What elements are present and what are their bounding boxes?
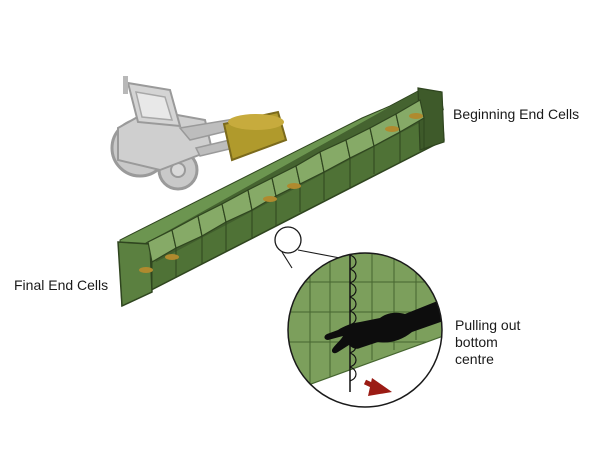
coil-segment: [349, 366, 357, 382]
detail-leader-line-right: [297, 249, 341, 259]
pull-arrow-head: [368, 378, 392, 396]
pulling-out-line-3: centre: [455, 351, 494, 367]
coil-segment: [349, 268, 357, 284]
front-seams: [151, 118, 425, 290]
inset-ground-edge: [299, 329, 442, 389]
pull-arrow-icon: [363, 378, 392, 396]
cell-dividers: [147, 99, 425, 263]
sand-dot: [409, 113, 423, 119]
sand-dot: [139, 267, 153, 273]
cellular-barrier: [117, 87, 445, 308]
loader-exhaust: [123, 76, 128, 94]
coil-segment: [349, 254, 357, 270]
final-end-cells-label: Final End Cells: [14, 277, 109, 293]
sand-fill: [139, 113, 423, 273]
pulling-out-line-2: bottom: [455, 334, 498, 350]
barrier-final-end-face: [117, 241, 153, 308]
coil-segment: [349, 296, 357, 312]
sand-dot: [263, 196, 277, 202]
coil-segment: [349, 282, 357, 298]
hand-icon: [324, 300, 442, 354]
beginning-end-cells-label: Beginning End Cells: [453, 106, 580, 122]
coil-segment: [349, 352, 357, 368]
sand-dot: [165, 254, 179, 260]
loader-cab-window: [135, 91, 174, 121]
pulling-out-label: Pulling out bottom centre: [455, 317, 565, 368]
sand-dot: [385, 126, 399, 132]
inset-border: [287, 252, 443, 408]
bucket-sand: [228, 114, 284, 130]
sand-dot: [287, 183, 301, 189]
backhoe-loader-icon: [110, 76, 288, 191]
detail-leader-line-left: [281, 251, 293, 269]
pulling-out-line-1: Pulling out: [455, 317, 521, 333]
detail-pointer-circle: [274, 226, 302, 254]
detail-inset: [287, 252, 443, 408]
